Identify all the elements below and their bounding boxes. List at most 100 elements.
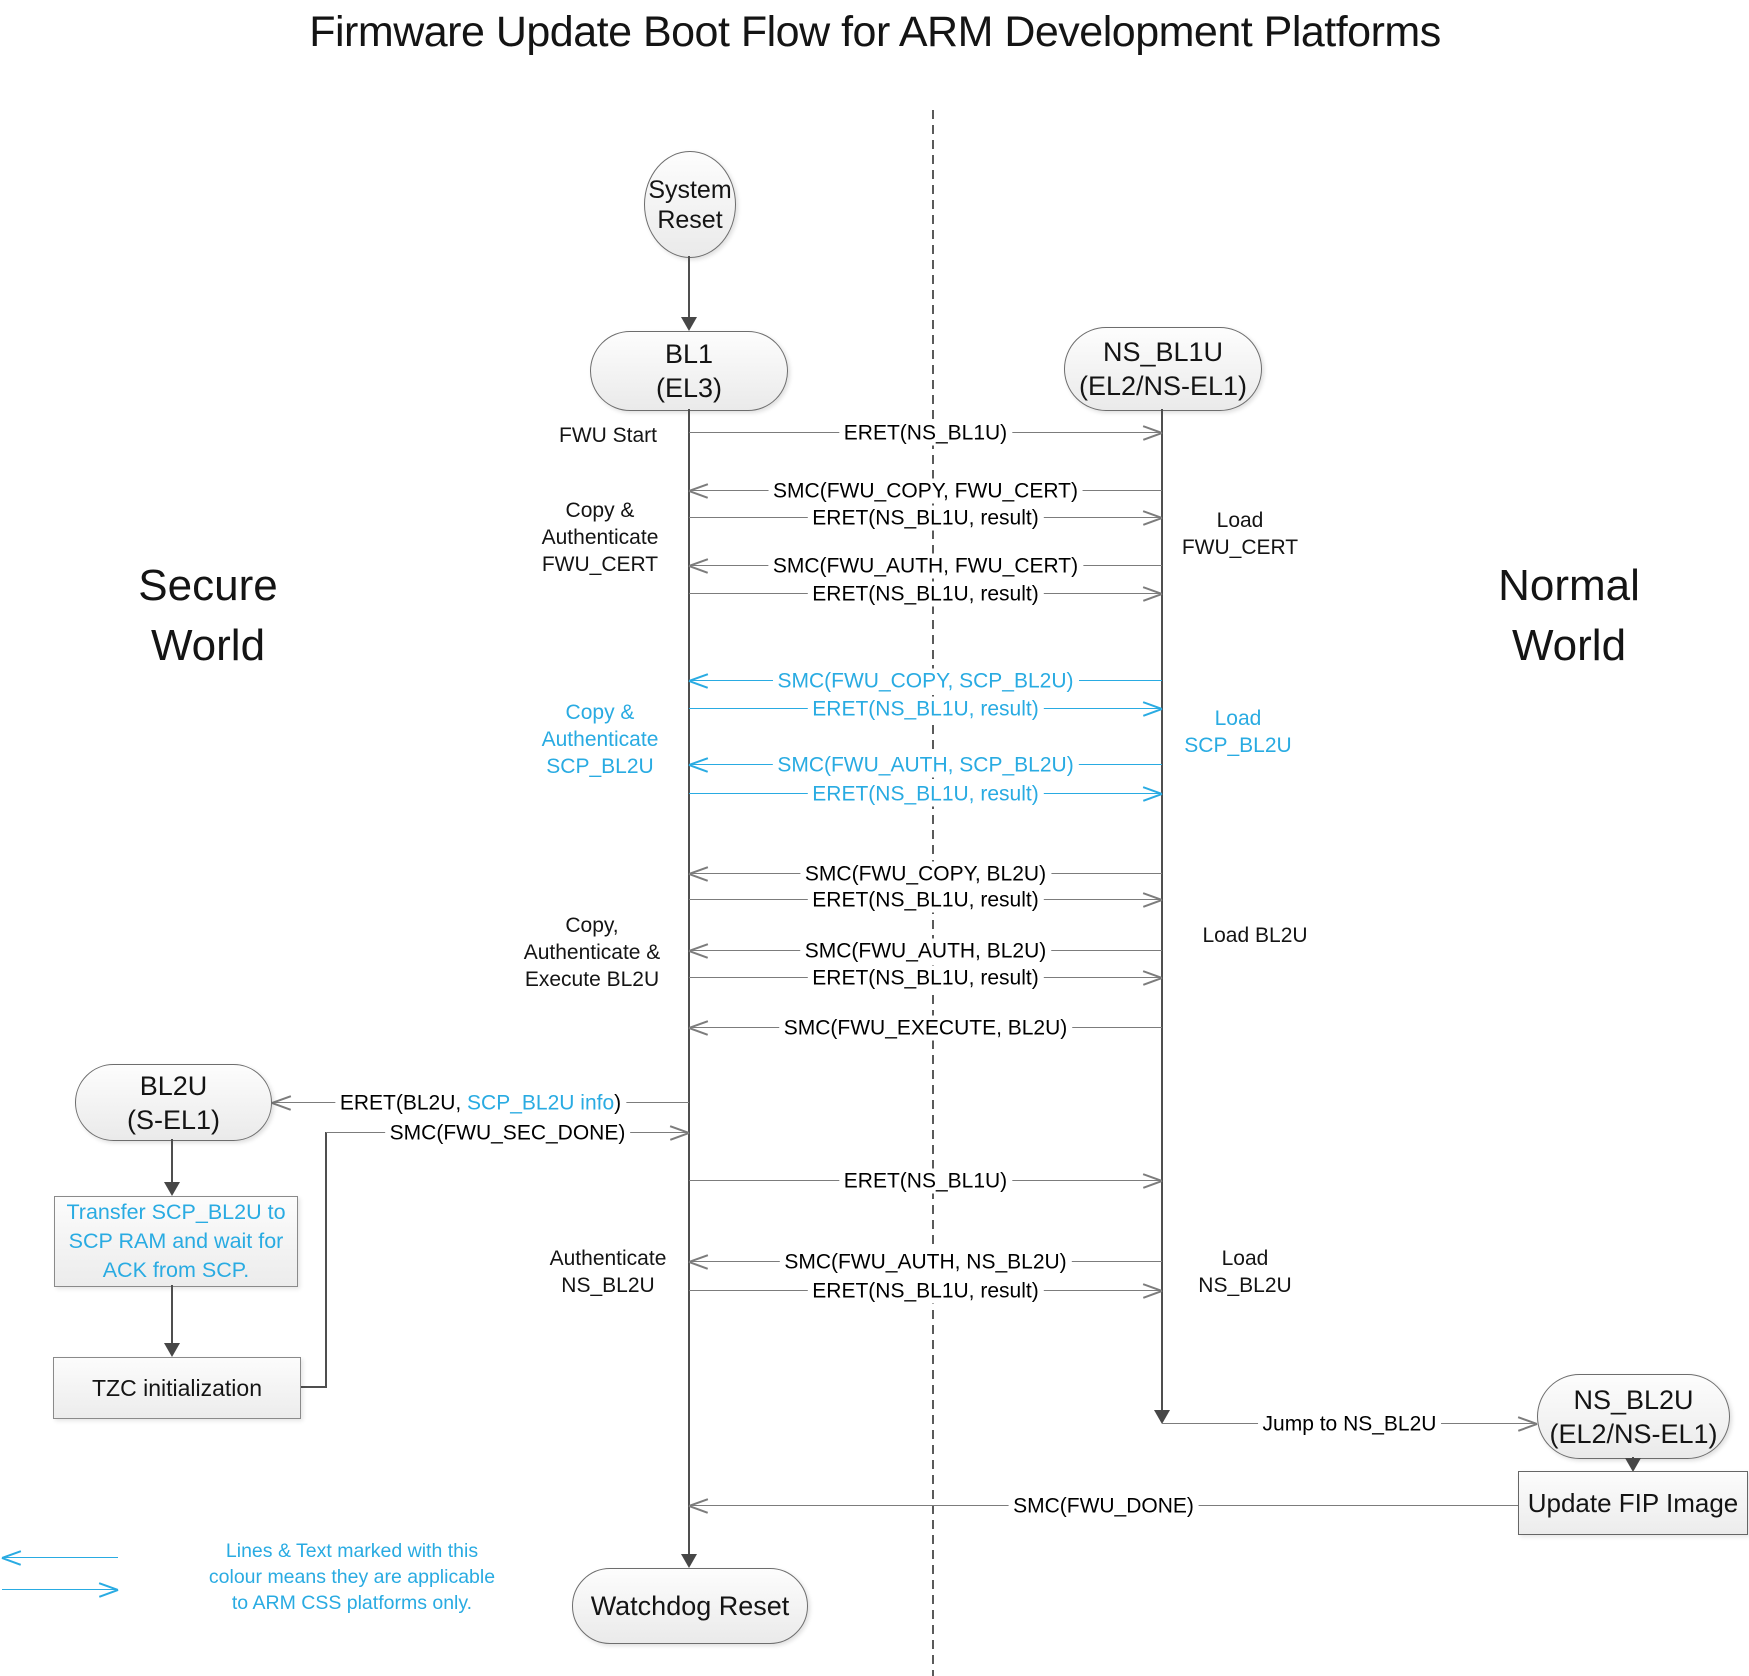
arrow-bl2u-to-transfer-line [171, 1139, 173, 1184]
node-bl1: BL1 (EL3) [590, 331, 788, 411]
node-system-reset-line1: System [648, 175, 732, 204]
label-line: Load [1214, 707, 1262, 730]
arrow-bl2u-to-transfer-head [164, 1182, 180, 1196]
message-label: ERET(NS_BL1U, result) [807, 581, 1044, 607]
label-fwu-start: FWU Start [559, 424, 657, 447]
message-label: ERET(NS_BL1U, result) [807, 965, 1044, 991]
message-label: ERET(BL2U, SCP_BL2U info) [334, 1090, 627, 1116]
label-line: SCP_BL2U [546, 755, 654, 778]
secure-world-line2: World [150, 621, 266, 670]
secure-world-line1: Secure [138, 561, 278, 610]
node-system-reset-line2: Reset [657, 205, 723, 234]
node-bl1-line2: (EL3) [655, 373, 723, 403]
message-label: SMC(FWU_DONE) [1008, 1493, 1199, 1519]
arrow-transfer-to-tzc-head [164, 1343, 180, 1357]
arrow-line [2, 1557, 118, 1559]
legend-line3: to ARM CSS platforms only. [231, 1592, 473, 1614]
message-label: SMC(FWU_SEC_DONE) [384, 1120, 631, 1146]
arrow-systemreset-to-bl1-head [681, 317, 697, 331]
box-transfer-line1: Transfer SCP_BL2U to [66, 1200, 286, 1224]
box-tzc-label: TZC initialization [92, 1374, 262, 1401]
message-label: SMC(FWU_COPY, FWU_CERT) [768, 478, 1083, 504]
message-label: ERET(NS_BL1U) [838, 1168, 1013, 1194]
node-bl2u: BL2U (S-EL1) [75, 1064, 272, 1141]
message-label: SMC(FWU_COPY, BL2U) [799, 861, 1052, 887]
bl1-lifeline-arrowhead [681, 1554, 697, 1568]
secure-world-label: Secure World [138, 556, 277, 676]
box-transfer-scp-bl2u: Transfer SCP_BL2U to SCP RAM and wait fo… [54, 1196, 298, 1287]
node-ns-bl2u: NS_BL2U (EL2/NS-EL1) [1537, 1374, 1730, 1459]
label-line: SCP_BL2U [1184, 734, 1292, 757]
arrow-line [2, 1589, 118, 1591]
message-label: ERET(NS_BL1U, result) [807, 696, 1044, 722]
normal-world-line2: World [1511, 621, 1627, 670]
label-part: ERET(BL2U, [339, 1091, 468, 1115]
node-ns-bl2u-line1: NS_BL2U [1573, 1384, 1694, 1415]
label-copy-auth-exec-bl2u: Copy, Authenticate & Execute BL2U [524, 912, 661, 993]
label-line: Copy & [565, 499, 635, 522]
legend-line2: colour means they are applicable [208, 1566, 496, 1588]
node-ns-bl1u-line1: NS_BL1U [1102, 337, 1224, 367]
ns-bl1u-lifeline [1161, 409, 1163, 1412]
label-line: FWU_CERT [541, 553, 659, 576]
label-line: Copy, [565, 914, 619, 937]
normal-world-label: Normal World [1498, 556, 1640, 676]
legend-note: Lines & Text marked with this colour mea… [209, 1538, 495, 1616]
message-label: SMC(FWU_AUTH, NS_BL2U) [779, 1249, 1072, 1275]
label-line: NS_BL2U [1198, 1274, 1292, 1297]
node-bl2u-line2: (S-EL1) [126, 1104, 221, 1135]
label-line: Execute BL2U [524, 968, 660, 991]
label-copy-auth-fwu-cert: Copy & Authenticate FWU_CERT [542, 497, 659, 578]
page-title: Firmware Update Boot Flow for ARM Develo… [309, 8, 1441, 56]
arrow-nsbl2u-to-updatefip-head [1625, 1458, 1641, 1472]
label-line: Copy & [565, 701, 635, 724]
message-label: ERET(NS_BL1U, result) [807, 887, 1044, 913]
message-label: SMC(FWU_COPY, SCP_BL2U) [772, 668, 1079, 694]
label-part: ) [614, 1091, 622, 1115]
node-bl2u-line1: BL2U [139, 1070, 208, 1101]
node-bl1-line1: BL1 [664, 339, 714, 369]
ns-bl1u-lifeline-arrowhead [1154, 1410, 1170, 1424]
box-tzc-initialization: TZC initialization [53, 1357, 301, 1419]
label-load-bl2u: Load BL2U [1202, 924, 1308, 947]
node-ns-bl2u-line2: (EL2/NS-EL1) [1549, 1418, 1718, 1449]
label-copy-auth-scp-bl2u: Copy & Authenticate SCP_BL2U [542, 699, 659, 780]
message-label: ERET(NS_BL1U, result) [807, 1278, 1044, 1304]
label-line: FWU_CERT [1181, 536, 1299, 559]
message-label: ERET(NS_BL1U, result) [807, 505, 1044, 531]
smc-sec-done-elbow-bottom [299, 1386, 326, 1388]
node-system-reset: System Reset [644, 151, 736, 258]
label-line: Authenticate [549, 1247, 667, 1270]
label-line: Load [1216, 509, 1264, 532]
normal-world-line1: Normal [1498, 561, 1640, 610]
box-update-fip-image: Update FIP Image [1518, 1471, 1748, 1535]
legend-line1: Lines & Text marked with this [225, 1540, 479, 1562]
message-label: Jump to NS_BL2U [1257, 1411, 1442, 1437]
arrow-transfer-to-tzc-line [171, 1285, 173, 1345]
box-update-fip-label: Update FIP Image [1527, 1487, 1739, 1518]
node-ns-bl1u: NS_BL1U (EL2/NS-EL1) [1064, 327, 1262, 411]
label-line: NS_BL2U [561, 1274, 655, 1297]
box-transfer-line2: SCP RAM and wait for [68, 1229, 284, 1253]
box-transfer-line3: ACK from SCP. [102, 1258, 250, 1282]
node-watchdog-label: Watchdog Reset [590, 1591, 790, 1621]
label-line: Authenticate & [523, 941, 661, 964]
label-line: Authenticate [541, 526, 659, 549]
label-load-scp-bl2u: Load SCP_BL2U [1184, 705, 1291, 759]
smc-sec-done-elbow-vertical [325, 1132, 327, 1388]
label-part-highlight: SCP_BL2U info [467, 1091, 615, 1115]
arrow-systemreset-to-bl1-line [688, 256, 690, 318]
label-authenticate-ns-bl2u: Authenticate NS_BL2U [550, 1245, 667, 1299]
message-label: ERET(NS_BL1U) [838, 420, 1013, 446]
message-label: SMC(FWU_AUTH, FWU_CERT) [767, 553, 1084, 579]
node-watchdog-reset: Watchdog Reset [572, 1568, 808, 1644]
node-ns-bl1u-line2: (EL2/NS-EL1) [1078, 371, 1248, 401]
bl1-lifeline [688, 409, 690, 1556]
message-label: SMC(FWU_AUTH, SCP_BL2U) [772, 752, 1079, 778]
label-line: Load [1221, 1247, 1269, 1270]
label-load-fwu-cert: Load FWU_CERT [1182, 507, 1298, 561]
message-label: SMC(FWU_EXECUTE, BL2U) [778, 1015, 1073, 1041]
label-load-ns-bl2u: Load NS_BL2U [1198, 1245, 1291, 1299]
label-line: Authenticate [541, 728, 659, 751]
